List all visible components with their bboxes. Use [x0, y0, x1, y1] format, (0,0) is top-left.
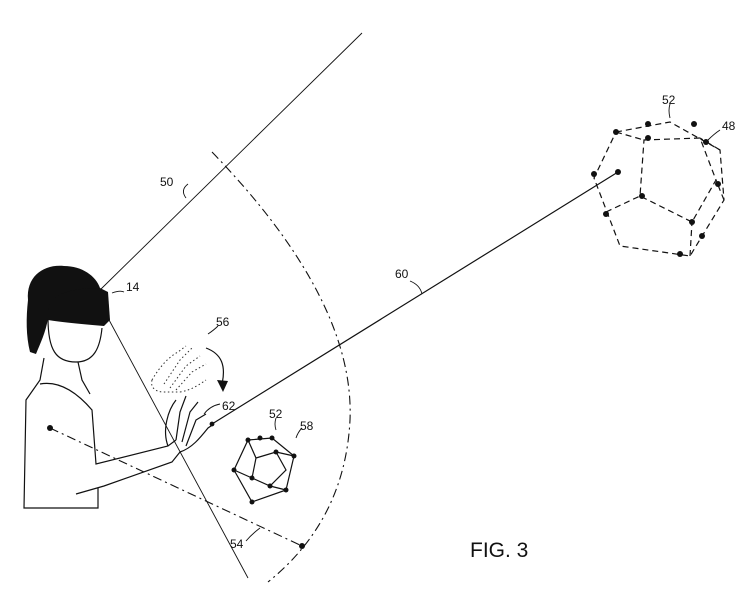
figure-caption: FIG. 3: [470, 539, 528, 562]
gaze-ray-label: 50: [160, 175, 174, 189]
arm-ray-end-point: [299, 543, 305, 549]
near-field-boundary-arc: [211, 151, 351, 583]
person-neck: [77, 361, 91, 395]
distant-object-vertex: [603, 211, 609, 217]
pointer-origin-point: [209, 421, 215, 427]
distant-object-52-label: 52: [662, 93, 676, 107]
person-face: [47, 317, 103, 363]
near-object-vertex: [267, 483, 273, 489]
distant-object-outline: [593, 121, 725, 257]
near-object-vertex: [231, 467, 237, 473]
distant-object-edge: [699, 137, 721, 151]
hand-motion-leader: [207, 325, 219, 335]
near-object-vertex: [291, 453, 297, 459]
head-mounted-display: [48, 288, 110, 326]
near-object-outline: [233, 437, 295, 503]
distant-object-48-leader: [707, 129, 721, 141]
near-object-inner-face: [251, 451, 287, 487]
hand-motion-label: 56: [216, 315, 230, 329]
hmd-leader: [111, 290, 125, 294]
near-object-vertex: [249, 499, 255, 505]
pointer-ray-line: [211, 171, 619, 425]
shoulder-point: [47, 425, 53, 431]
arm-ray-label: 54: [230, 537, 244, 551]
near-object-vertex: [257, 435, 263, 441]
person-hair: [26, 265, 100, 354]
pointer-origin-label: 62: [222, 399, 236, 413]
pointing-hand: [164, 395, 215, 453]
near-object-label: 52: [269, 407, 283, 421]
near-object-edge: [269, 485, 287, 491]
near-object-edge: [275, 451, 295, 457]
pointer-ray-label: 60: [395, 267, 409, 281]
distant-object-vertex: [645, 135, 651, 141]
ghost-hand: [151, 345, 207, 393]
near-object-vertex: [269, 435, 275, 441]
gaze-ray-line: [99, 32, 363, 291]
near-object-vertex: [273, 449, 279, 455]
near-object-edge: [233, 469, 253, 479]
arm-ray-line: [49, 427, 303, 547]
distant-object-vertex: [703, 139, 709, 145]
distant-object-edge: [715, 179, 725, 201]
near-object: [231, 435, 297, 505]
distant-object-edge: [605, 195, 641, 213]
distant-object-vertex: [699, 233, 705, 239]
pointer-origin-leader: [203, 403, 221, 415]
near-object-edge: [247, 439, 257, 459]
near-object-vertex: [249, 475, 255, 481]
distant-object-vertex: [677, 251, 683, 257]
hand-motion-arrowhead: [217, 380, 228, 392]
pointer-ray-leader: [409, 280, 423, 295]
distant-object-vertex: [689, 219, 695, 225]
distant-object-vertex: [613, 129, 619, 135]
distant-object-edge: [615, 131, 645, 141]
boundary-near-label: 58: [300, 419, 314, 433]
field-of-view-line: [107, 317, 249, 579]
distant-object-vertex: [645, 121, 651, 127]
distant-object-edge: [689, 221, 693, 257]
distant-object-52-leader: [668, 103, 671, 119]
person-arm-upper: [39, 382, 177, 465]
distant-object-vertex: [715, 181, 721, 187]
distant-object-inner-face: [639, 137, 717, 223]
hand-motion-arrow: [205, 347, 225, 385]
gaze-ray-leader: [183, 183, 189, 199]
hmd-label: 14: [126, 280, 140, 294]
person-torso: [23, 357, 99, 509]
arm-ray-leader: [245, 527, 261, 542]
distant-object-vertex: [639, 193, 645, 199]
near-object-leader: [274, 417, 277, 431]
distant-object-48-label: 48: [722, 119, 736, 133]
person-arm-lower: [75, 451, 181, 495]
near-object-vertex: [283, 487, 289, 493]
distant-object: [591, 121, 725, 257]
distant-object-vertex: [615, 169, 621, 175]
near-object-vertex: [245, 437, 251, 443]
boundary-near-leader: [295, 427, 303, 439]
distant-object-vertex: [691, 121, 697, 127]
distant-object-vertex: [591, 171, 597, 177]
